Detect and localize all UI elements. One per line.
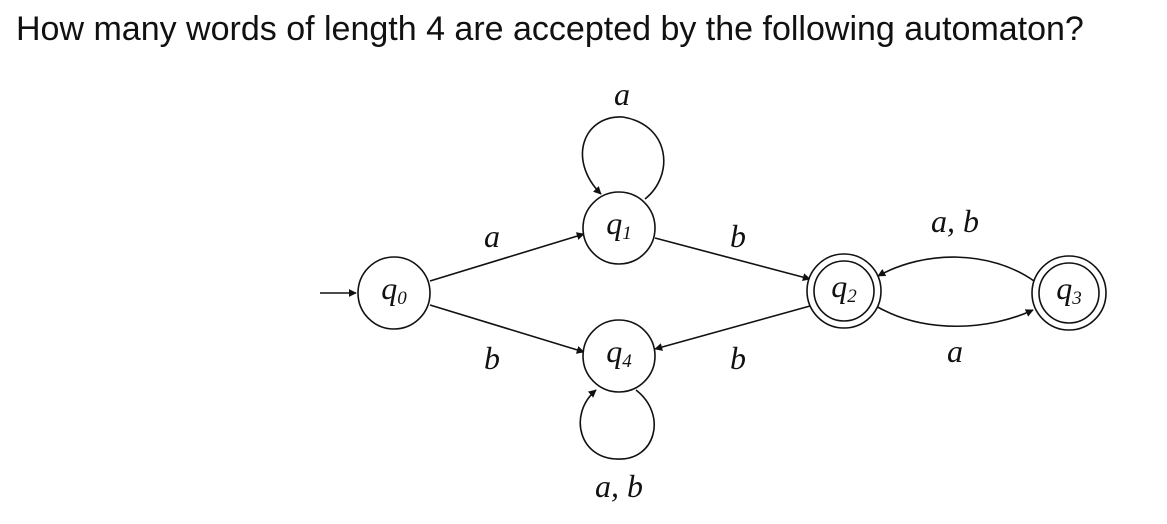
label-q2-q3: a — [947, 333, 963, 369]
label-q0-q1: a — [484, 218, 500, 254]
state-q4: q4 — [582, 319, 656, 393]
state-q0-name: q — [381, 270, 397, 306]
label-q1-loop: a — [614, 76, 630, 112]
loop-q1 — [581, 116, 665, 200]
state-q1: q1 — [582, 191, 656, 265]
label-q1-q2: b — [730, 218, 746, 254]
label-q4-loop: a, b — [595, 468, 643, 504]
edge-q2-q4 — [654, 305, 811, 351]
svg-text:q0: q0 — [381, 270, 407, 309]
state-q4-name: q — [606, 333, 622, 369]
edge-q0-q4 — [429, 304, 585, 354]
state-q3-index: 3 — [1071, 288, 1082, 309]
question-text: How many words of length 4 are accepted … — [16, 10, 1084, 48]
loop-q4 — [579, 389, 655, 460]
svg-text:q3: q3 — [1056, 270, 1082, 309]
svg-text:q2: q2 — [831, 268, 857, 307]
state-q4-index: 4 — [622, 351, 632, 372]
edge-q1-q2 — [654, 237, 811, 282]
svg-text:q1: q1 — [606, 205, 632, 244]
state-q0-index: 0 — [397, 288, 407, 309]
edge-q2-q3 — [873, 304, 1034, 328]
state-q2-name: q — [831, 268, 847, 304]
svg-text:q4: q4 — [606, 333, 632, 372]
state-q2-index: 2 — [847, 286, 857, 307]
label-q3-q2: a, b — [931, 203, 979, 239]
state-q3: q3 — [1031, 255, 1107, 331]
edge-q0-q1 — [429, 232, 585, 282]
state-q2: q2 — [806, 253, 882, 329]
state-q3-name: q — [1056, 270, 1072, 306]
state-q1-name: q — [606, 205, 622, 241]
label-q2-q4: b — [730, 340, 746, 376]
state-q0: q0 — [357, 256, 431, 330]
edge-q3-q2 — [877, 256, 1035, 282]
label-q0-q4: b — [484, 340, 500, 376]
state-q1-index: 1 — [622, 223, 632, 244]
